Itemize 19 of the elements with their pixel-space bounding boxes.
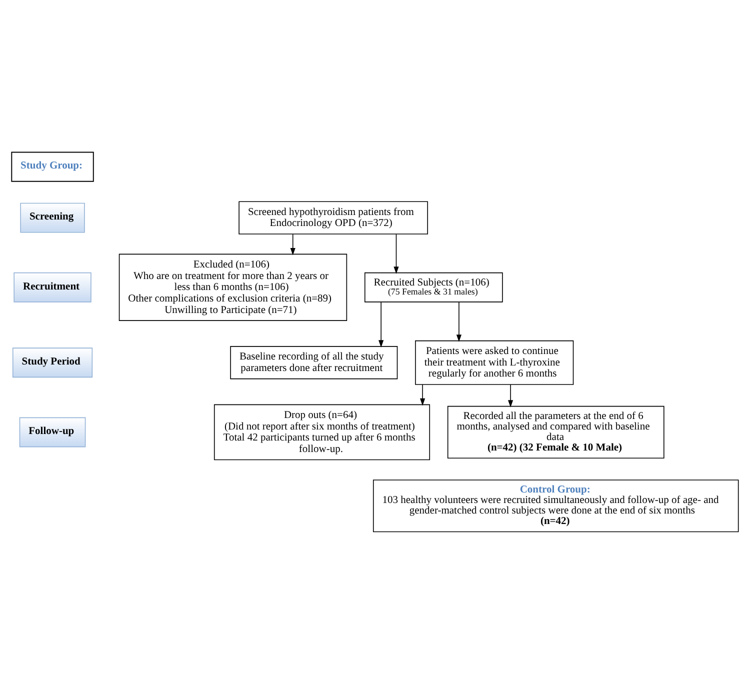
- arrow: [456, 301, 462, 342]
- node-box: Screening: [20, 202, 85, 232]
- arrow: [394, 233, 399, 274]
- arrow: [290, 233, 296, 255]
- arrow: [378, 301, 384, 347]
- node-box: Recruitment: [14, 272, 92, 302]
- node-box: Drop outs (n=64) (Did not report after six months of treatment) Total 42 participants turned up after 6 months follow-up.: [214, 404, 430, 460]
- arrow: [508, 384, 514, 407]
- node-box: Patients were asked to continue their treatment with L-thyroxine regularly for another 6 months: [415, 340, 574, 384]
- arrow: [420, 384, 426, 406]
- node-box: Screened hypothyroidism patients from Endocrinology OPD (n=372): [238, 200, 428, 234]
- node-box: Recorded all the parameters at the end of 6 months, analysed and compared with baseline data (n=42) (32 Female & 10 Male): [447, 405, 664, 458]
- node-box: Study Period: [12, 347, 93, 378]
- node-box: Recruited Subjects (n=106) (75 Females & 31 males): [364, 272, 503, 302]
- node-box: Excluded (n=106) Who are on treatment for more than 2 years or less than 6 months (n=106) Other complications of exclusion criteria (n=89) Unwilling to Participate (n=71): [118, 253, 348, 320]
- node-box: Baseline recording of all the study parameters done after recruitment: [230, 346, 398, 379]
- node-box: Study Group:: [11, 151, 94, 182]
- node-box: Control Group: 103 healthy volunteers were recruited simultaneously and follow-up of age- and gender-matched control subjects were done at the end of six months (n=42): [372, 479, 739, 532]
- node-box: Follow-up: [19, 416, 86, 447]
